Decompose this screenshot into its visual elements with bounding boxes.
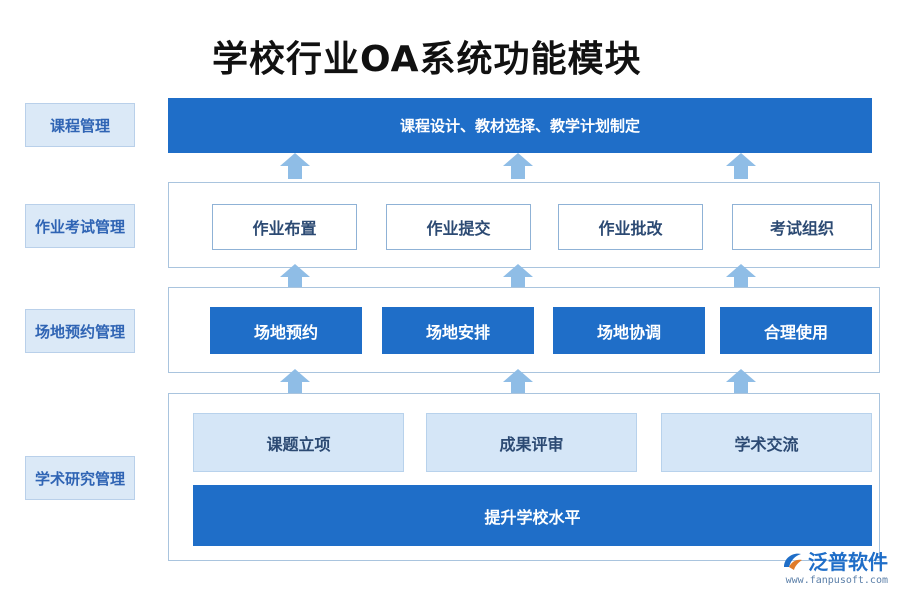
label-research: 学术研究管理 — [25, 456, 135, 500]
arrow-up-icon — [280, 264, 310, 290]
homework-item: 作业布置 — [212, 204, 357, 250]
arrow-up-icon — [503, 369, 533, 395]
label-homework: 作业考试管理 — [25, 204, 135, 248]
research-item: 成果评审 — [426, 413, 637, 472]
arrow-up-icon — [726, 264, 756, 290]
venue-item: 场地协调 — [553, 307, 705, 354]
arrow-up-icon — [280, 369, 310, 395]
brand-logo-name: 泛普软件 — [808, 550, 888, 574]
arrow-up-icon — [280, 153, 310, 179]
venue-item: 场地预约 — [210, 307, 362, 354]
research-item: 课题立项 — [193, 413, 404, 472]
venue-item: 场地安排 — [382, 307, 534, 354]
page-title: 学校行业OA系统功能模块 — [212, 39, 642, 80]
arrow-up-icon — [726, 369, 756, 395]
label-venue: 场地预约管理 — [25, 309, 135, 353]
homework-item: 作业提交 — [386, 204, 531, 250]
homework-item: 考试组织 — [732, 204, 872, 250]
brand-logo-url: www.fanpusoft.com — [785, 575, 888, 586]
arrow-up-icon — [726, 153, 756, 179]
homework-item: 作业批改 — [558, 204, 703, 250]
course-bar: 课程设计、教材选择、教学计划制定 — [168, 98, 872, 153]
brand-logo-icon — [784, 553, 802, 570]
research-bar: 提升学校水平 — [193, 485, 872, 546]
brand-logo: 泛普软件 www.fanpusoft.com — [780, 546, 888, 586]
arrow-up-icon — [503, 264, 533, 290]
research-item: 学术交流 — [661, 413, 872, 472]
venue-item: 合理使用 — [720, 307, 872, 354]
arrow-up-icon — [503, 153, 533, 179]
label-course: 课程管理 — [25, 103, 135, 147]
